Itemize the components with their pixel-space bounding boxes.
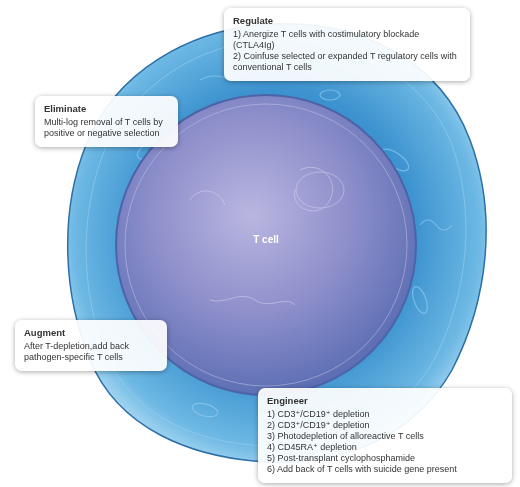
- callout-text: 1) Anergize T cells with costimulatory b…: [233, 29, 461, 51]
- callout-text: 4) CD45RA⁺ depletion: [267, 442, 503, 453]
- callout-text: 2) Coinfuse selected or expanded T regul…: [233, 51, 461, 73]
- callout-text: 2) CD3⁺/CD19⁺ depletion: [267, 420, 503, 431]
- callout-box: AugmentAfter T-depletion,add back pathog…: [15, 320, 167, 371]
- callout-text: 6) Add back of T cells with suicide gene…: [267, 464, 503, 475]
- callout-heading: Regulate: [233, 15, 461, 27]
- callout-box: EliminateMulti-log removal of T cells by…: [35, 96, 178, 147]
- callout-heading: Eliminate: [44, 103, 169, 115]
- callout-text: 3) Photodepletion of alloreactive T cell…: [267, 431, 503, 442]
- callout-text: After T-depletion,add back pathogen-spec…: [24, 341, 158, 363]
- callout-box: Regulate 1) Anergize T cells with costimu…: [224, 8, 470, 81]
- callout-box: Engineer 1) CD3⁺/CD19⁺ depletion2) CD3⁺/C…: [258, 388, 512, 483]
- callout-text: 1) CD3⁺/CD19⁺ depletion: [267, 409, 503, 420]
- cell-label: T cell: [253, 234, 279, 246]
- callout-text: Multi-log removal of T cells by positive…: [44, 117, 169, 139]
- callout-heading: Augment: [24, 327, 158, 339]
- callout-heading: Engineer: [267, 395, 503, 407]
- callout-text: 5) Post-transplant cyclophosphamide: [267, 453, 503, 464]
